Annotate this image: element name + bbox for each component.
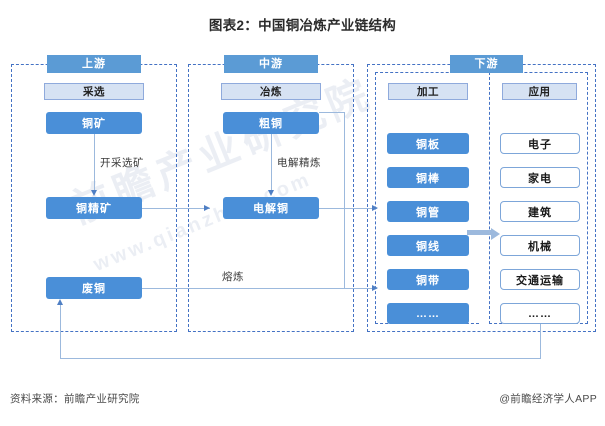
source-note: 资料来源：前瞻产业研究院 [10,393,140,405]
node-processing-more[interactable]: …… [387,303,469,324]
node-copper-plate[interactable]: 铜板 [387,133,469,154]
connector-electrolytic-branch-in [319,112,345,113]
page-title: 图表2：中国铜冶炼产业链结构 [208,18,397,33]
node-copper-strip[interactable]: 铜带 [387,269,469,290]
arrow-electrolytic-to-processing [372,204,378,211]
node-construction[interactable]: 建筑 [500,201,580,222]
connector-concentrate-to-blister [142,208,210,209]
node-electronics[interactable]: 电子 [500,133,580,154]
connector-electrolytic-branch-down [344,112,345,289]
node-scrap-copper[interactable]: 废铜 [46,277,142,299]
node-application-more[interactable]: …… [500,303,580,324]
caption-smelting: 冶炼 [221,83,321,100]
connector-blister-to-electrolytic [271,134,272,191]
connector-ore-to-concentrate [94,134,95,191]
arrow-scrap-to-processing [372,284,378,291]
stage-header-upstream: 上游 [47,55,141,73]
arrow-blister-to-electrolytic [267,190,274,196]
arrow-concentrate-to-blister [204,204,210,211]
arrow-feedback-to-scrap [56,299,63,305]
node-copper-wire[interactable]: 铜线 [387,235,469,256]
arrow-ore-to-concentrate [90,190,97,196]
connector-processing-to-application [467,230,492,235]
connector-feedback-back [60,358,541,359]
node-home-appliances[interactable]: 家电 [500,167,580,188]
caption-mining-dressing: 采选 [44,83,144,100]
node-machinery[interactable]: 机械 [500,235,580,256]
arrow-processing-to-application [491,227,500,240]
connector-scrap-to-processing [142,288,377,289]
node-copper-ore[interactable]: 铜矿 [46,112,142,134]
node-transportation[interactable]: 交通运输 [500,269,580,290]
node-blister-copper[interactable]: 粗铜 [223,112,319,134]
connector-feedback-down [540,324,541,358]
edge-label-smelting: 熔炼 [222,271,244,283]
connector-feedback-up [60,305,61,358]
node-copper-concentrate[interactable]: 铜精矿 [46,197,142,219]
node-electrolytic-copper[interactable]: 电解铜 [223,197,319,219]
stage-header-midstream: 中游 [224,55,318,73]
stage-header-downstream: 下游 [450,55,523,73]
connector-electrolytic-to-processing [319,208,377,209]
node-copper-rod[interactable]: 铜棒 [387,167,469,188]
node-copper-tube[interactable]: 铜管 [387,201,469,222]
caption-application: 应用 [502,83,577,100]
attribution-note: @前瞻经济学人APP [499,393,597,405]
edge-label-mining: 开采选矿 [100,157,144,169]
caption-processing: 加工 [388,83,468,100]
edge-label-electrolytic-refining: 电解精炼 [277,157,321,169]
